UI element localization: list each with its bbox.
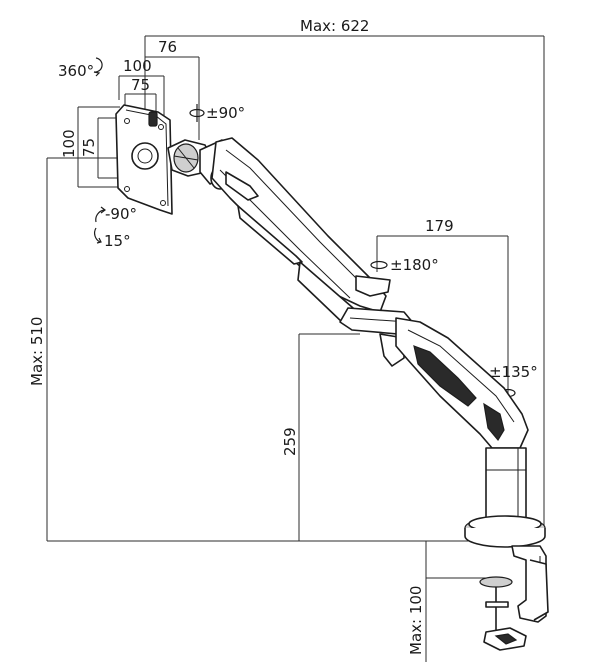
- tilt-down-arrowhead-icon: [100, 206, 106, 214]
- rotation-360-arrowhead-icon: [93, 71, 101, 77]
- vesa-large-height-label: 100: [60, 129, 78, 158]
- desk-clamp: [479, 545, 549, 651]
- swivel-elbow-arrow-icon: [370, 260, 388, 270]
- tilt-down-label: -90°: [105, 205, 137, 223]
- upper-arm: [211, 137, 387, 327]
- support-post: [485, 447, 527, 523]
- max-width-label: Max: 622: [300, 17, 369, 35]
- max-height-label: Max: 510: [28, 317, 46, 386]
- swivel-elbow-label: ±180°: [390, 256, 439, 274]
- tilt-down-arrow-icon: [95, 209, 105, 223]
- clamp-thickness-label: Max: 100: [407, 586, 425, 655]
- tilt-up-arrowhead-icon: [96, 237, 102, 244]
- swivel-head-label: ±90°: [206, 104, 245, 122]
- vesa-small-width-label: 75: [131, 76, 150, 94]
- tilt-up-label: 15°: [104, 232, 131, 250]
- plate-offset-label: 76: [158, 38, 177, 56]
- vesa-small-height-label: 75: [80, 138, 98, 157]
- tilt-up-arrow-icon: [94, 227, 101, 243]
- vesa-plate: [115, 104, 173, 215]
- base-plate: [464, 515, 546, 548]
- swivel-base-label: ±135°: [489, 363, 538, 381]
- rotation-360-arrow-icon: [93, 57, 103, 73]
- rotation-360-label: 360°: [58, 62, 94, 80]
- post-height-label: 259: [281, 427, 299, 456]
- vesa-large-width-label: 100: [123, 57, 152, 75]
- forearm-reach-label: 179: [425, 217, 454, 235]
